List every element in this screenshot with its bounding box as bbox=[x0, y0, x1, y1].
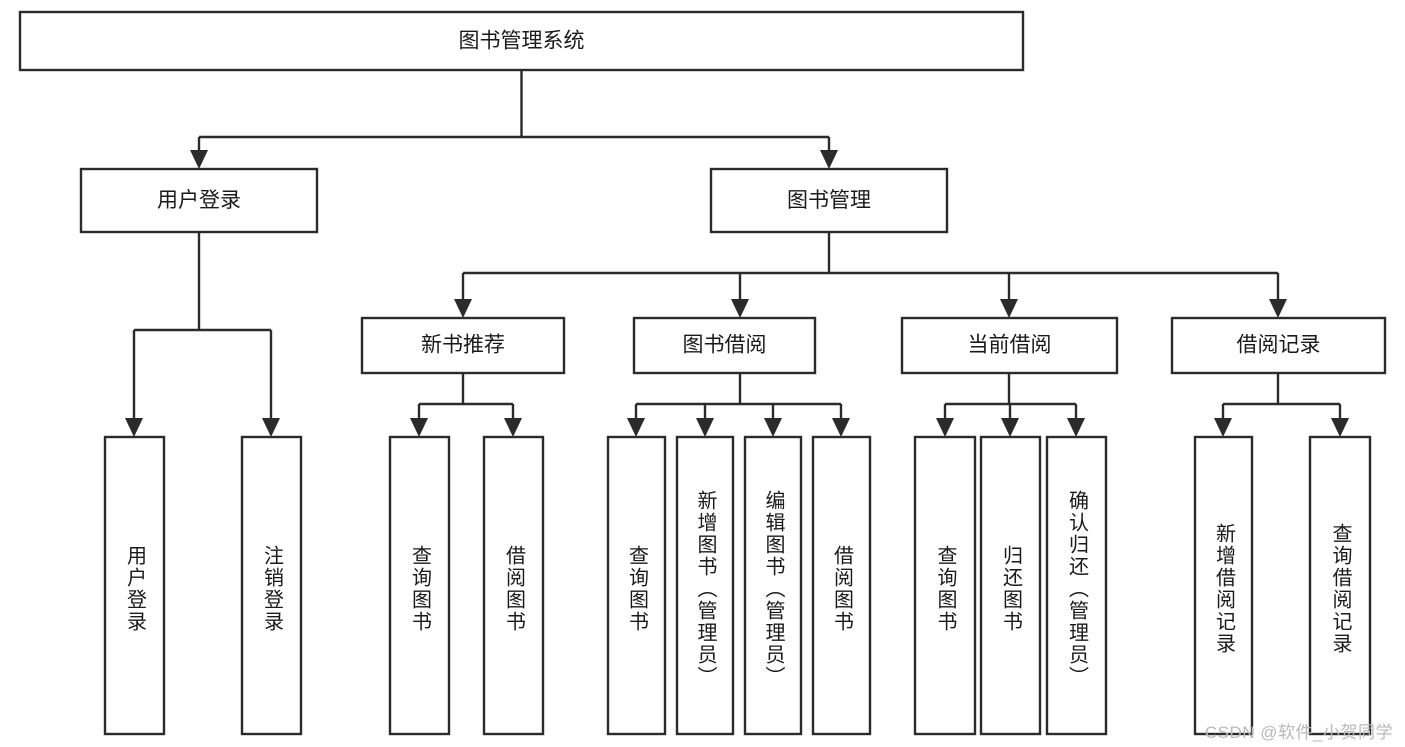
leaf-box[interactable] bbox=[811, 435, 872, 736]
leaf-box[interactable] bbox=[240, 435, 303, 736]
node-borrow-records[interactable]: 借阅记录 bbox=[1170, 316, 1387, 375]
connector-root-to-level1 bbox=[190, 70, 838, 169]
node-new-book-recommend-label: 新书推荐 bbox=[421, 334, 505, 357]
connector-bookmgmt-to-level2 bbox=[454, 232, 1287, 318]
arrow-head-icon bbox=[1269, 299, 1287, 318]
leaf-boxes bbox=[103, 435, 1372, 736]
node-book-management-label: 图书管理 bbox=[787, 189, 871, 212]
connector-borrow-to-leaves bbox=[627, 373, 850, 437]
arrow-head-icon bbox=[262, 418, 280, 437]
leaf-box[interactable] bbox=[388, 435, 451, 736]
arrow-head-icon bbox=[696, 418, 714, 437]
node-new-book-recommend[interactable]: 新书推荐 bbox=[360, 316, 566, 375]
leaf-box[interactable] bbox=[103, 435, 166, 736]
arrow-head-icon bbox=[832, 418, 850, 437]
node-book-borrow-label: 图书借阅 bbox=[683, 334, 767, 357]
connector-userlogin-to-leaves bbox=[125, 232, 280, 437]
leaf-box[interactable] bbox=[675, 435, 735, 736]
leaf-box[interactable] bbox=[743, 435, 803, 736]
arrow-head-icon bbox=[504, 418, 522, 437]
leaf-box[interactable] bbox=[979, 435, 1042, 736]
leaf-box[interactable] bbox=[482, 435, 545, 736]
arrow-head-icon bbox=[936, 418, 954, 437]
arrow-head-icon bbox=[764, 418, 782, 437]
node-user-login[interactable]: 用户登录 bbox=[79, 167, 319, 234]
leaf-box[interactable] bbox=[913, 435, 977, 736]
arrow-head-icon bbox=[410, 418, 428, 437]
node-current-borrow[interactable]: 当前借阅 bbox=[900, 316, 1119, 375]
leaf-box[interactable] bbox=[606, 435, 667, 736]
arrow-head-icon bbox=[190, 150, 208, 169]
arrow-head-icon bbox=[627, 418, 645, 437]
arrow-head-icon bbox=[454, 299, 472, 318]
leaf-box[interactable] bbox=[1193, 435, 1254, 736]
watermark-text: CSDN @软件_小贺同学 bbox=[1204, 723, 1393, 742]
connector-newbooks-to-leaves bbox=[410, 373, 522, 437]
node-borrow-records-label: 借阅记录 bbox=[1237, 334, 1321, 357]
node-book-management[interactable]: 图书管理 bbox=[709, 167, 949, 234]
connector-records-to-leaves bbox=[1214, 373, 1349, 437]
node-root[interactable]: 图书管理系统 bbox=[18, 10, 1025, 72]
arrow-head-icon bbox=[1214, 418, 1232, 437]
arrow-head-icon bbox=[1331, 418, 1349, 437]
node-current-borrow-label: 当前借阅 bbox=[968, 334, 1052, 357]
arrow-head-icon bbox=[1000, 299, 1018, 318]
leaf-box[interactable] bbox=[1045, 435, 1108, 736]
connector-current-to-leaves bbox=[936, 373, 1085, 437]
node-user-login-label: 用户登录 bbox=[157, 189, 241, 212]
arrow-head-icon bbox=[820, 150, 838, 169]
arrow-head-icon bbox=[731, 299, 749, 318]
leaf-box[interactable] bbox=[1308, 435, 1372, 736]
arrow-head-icon bbox=[125, 418, 143, 437]
arrow-head-icon bbox=[1001, 418, 1019, 437]
node-book-borrow[interactable]: 图书借阅 bbox=[632, 316, 817, 375]
arrow-head-icon bbox=[1067, 418, 1085, 437]
node-root-label: 图书管理系统 bbox=[459, 30, 585, 53]
